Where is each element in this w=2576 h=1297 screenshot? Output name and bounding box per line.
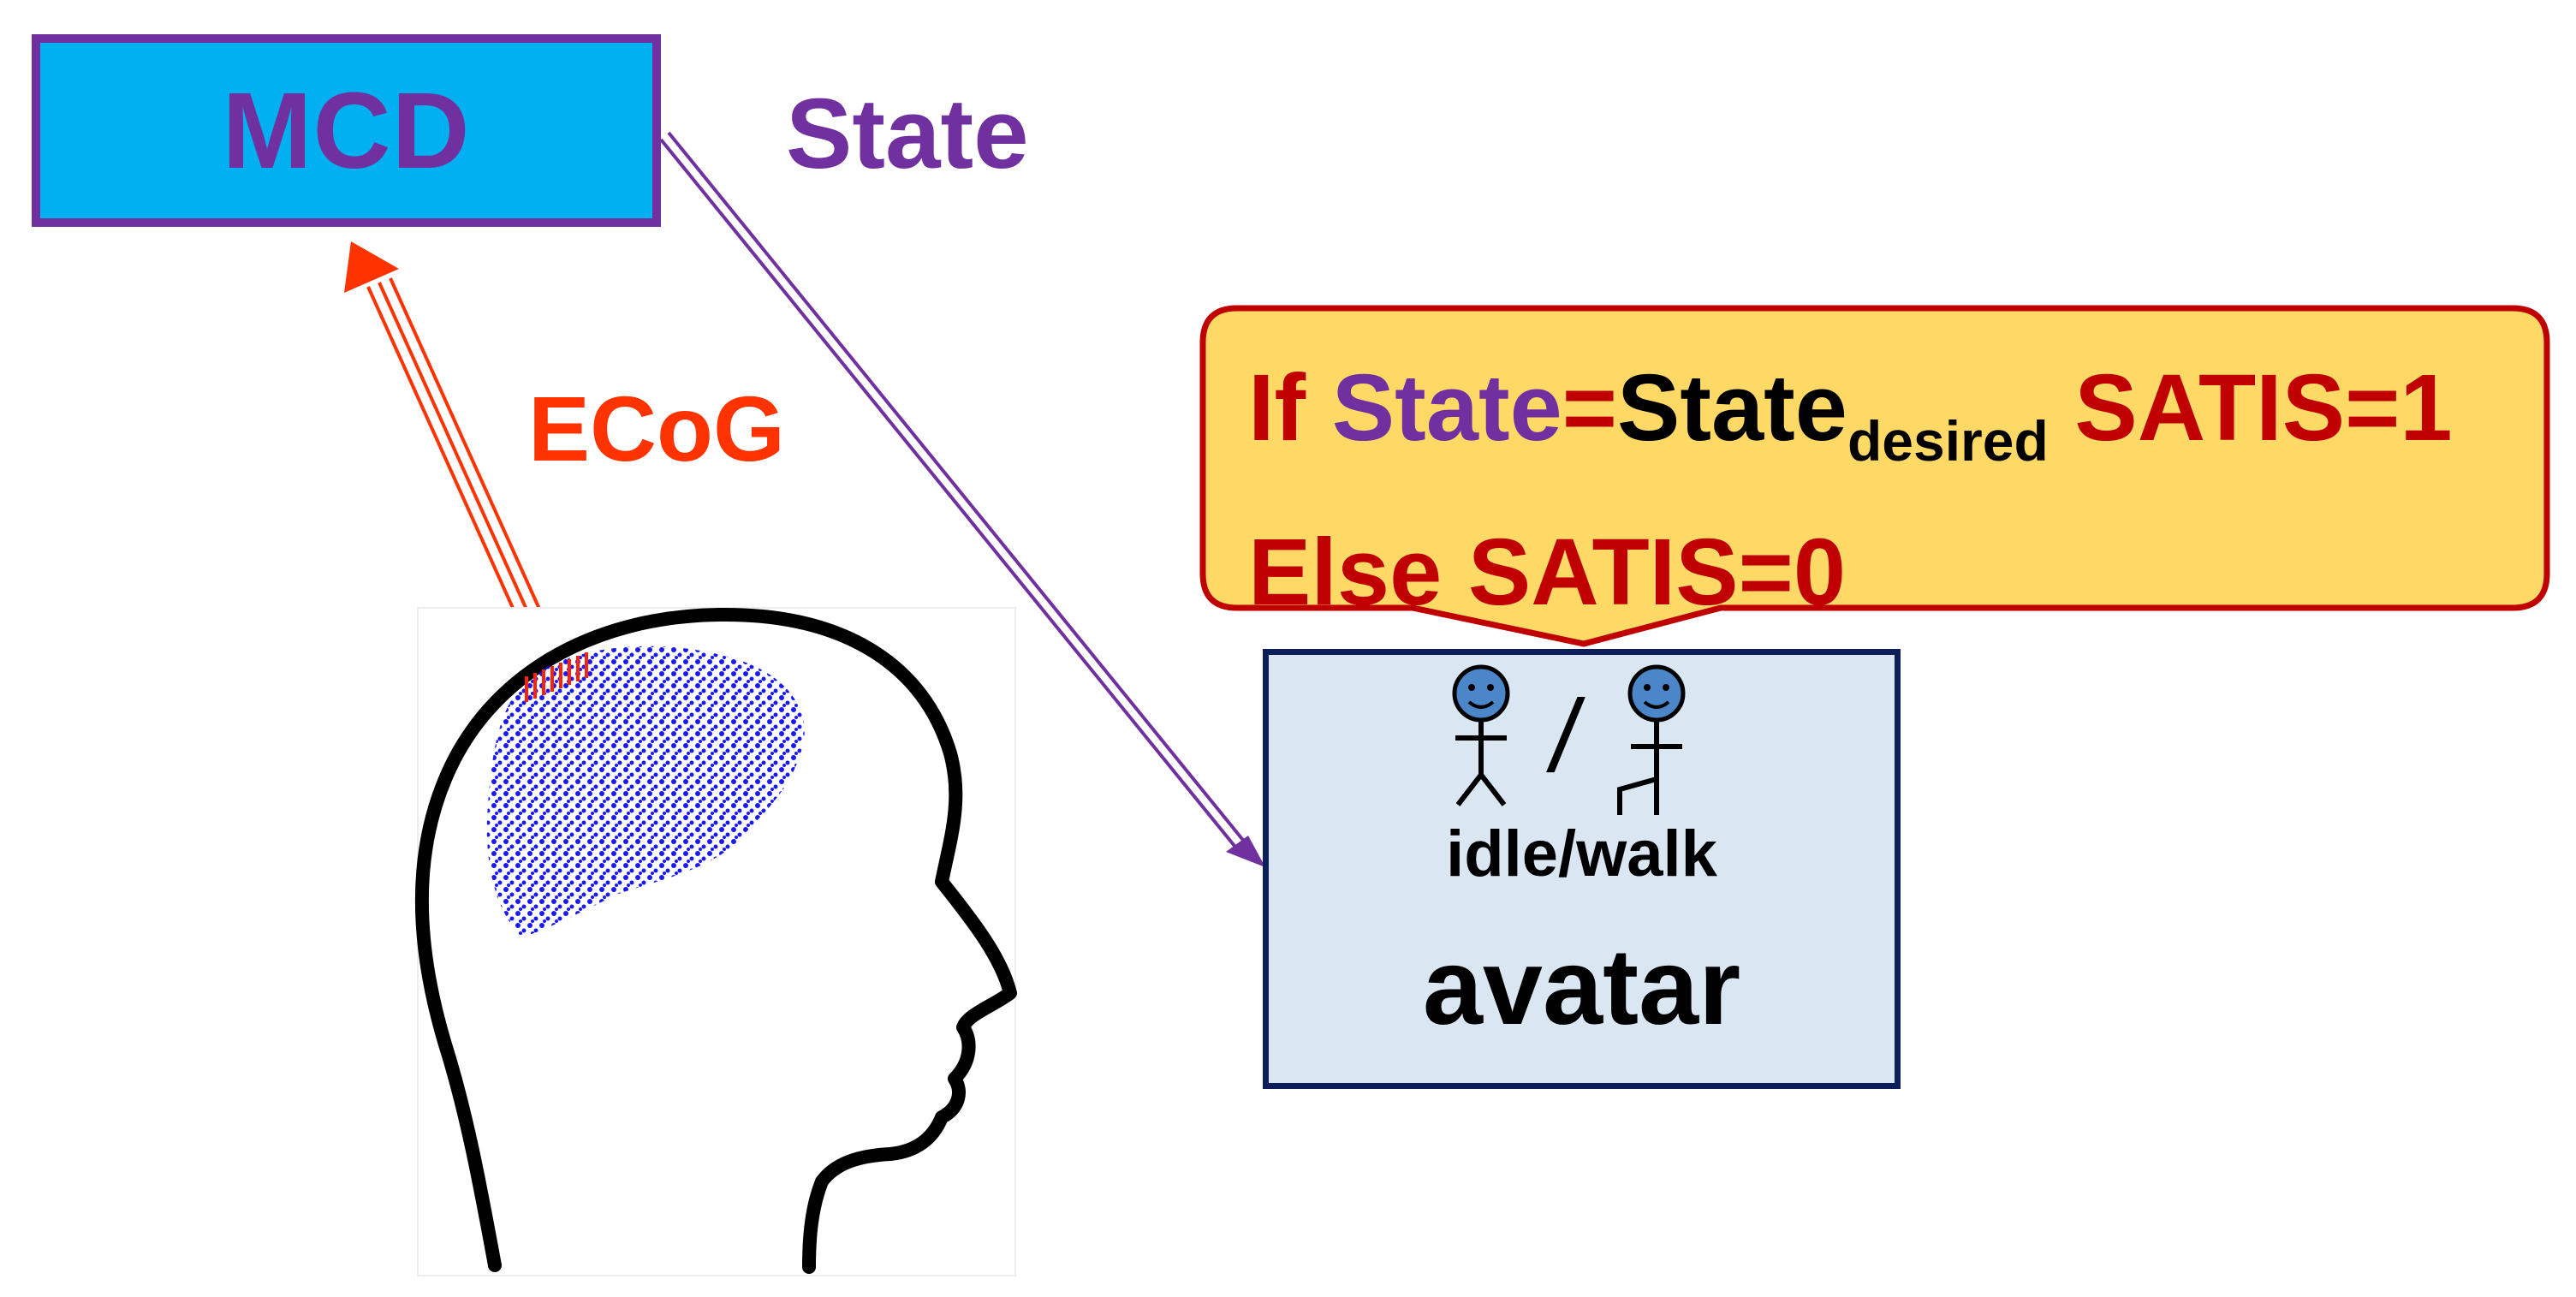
state-arrow [659, 131, 1265, 867]
walking-figure-icon [1617, 664, 1686, 815]
equals-sign: = [1562, 355, 1617, 461]
if-keyword: If [1248, 355, 1306, 461]
ecog-label: ECoG [528, 377, 786, 480]
avatar-box [1263, 649, 1901, 1089]
condition-bubble [1199, 305, 2550, 647]
state-label: State [786, 78, 1029, 189]
electrode-array-icon [525, 652, 588, 702]
mcd-box: MCD [32, 34, 661, 227]
state-desired-term: State [1617, 355, 1847, 461]
condition-line-1: If State=Statedesired SATIS=1 [1248, 342, 2515, 507]
mcd-label: MCD [222, 70, 471, 191]
desired-subscript: desired [1847, 409, 2049, 473]
satis-true: SATIS=1 [2074, 355, 2453, 461]
human-head-icon [414, 607, 1017, 1274]
condition-text: If State=Statedesired SATIS=1 Else SATIS… [1248, 342, 2515, 639]
brain-icon [486, 646, 805, 937]
avatar-label: avatar [1422, 926, 1741, 1047]
state-term: State [1331, 355, 1562, 461]
condition-line-2: Else SATIS=0 [1248, 520, 1847, 625]
idle-figure-icon [1452, 664, 1510, 806]
idle-walk-label: idle/walk [1446, 818, 1717, 890]
